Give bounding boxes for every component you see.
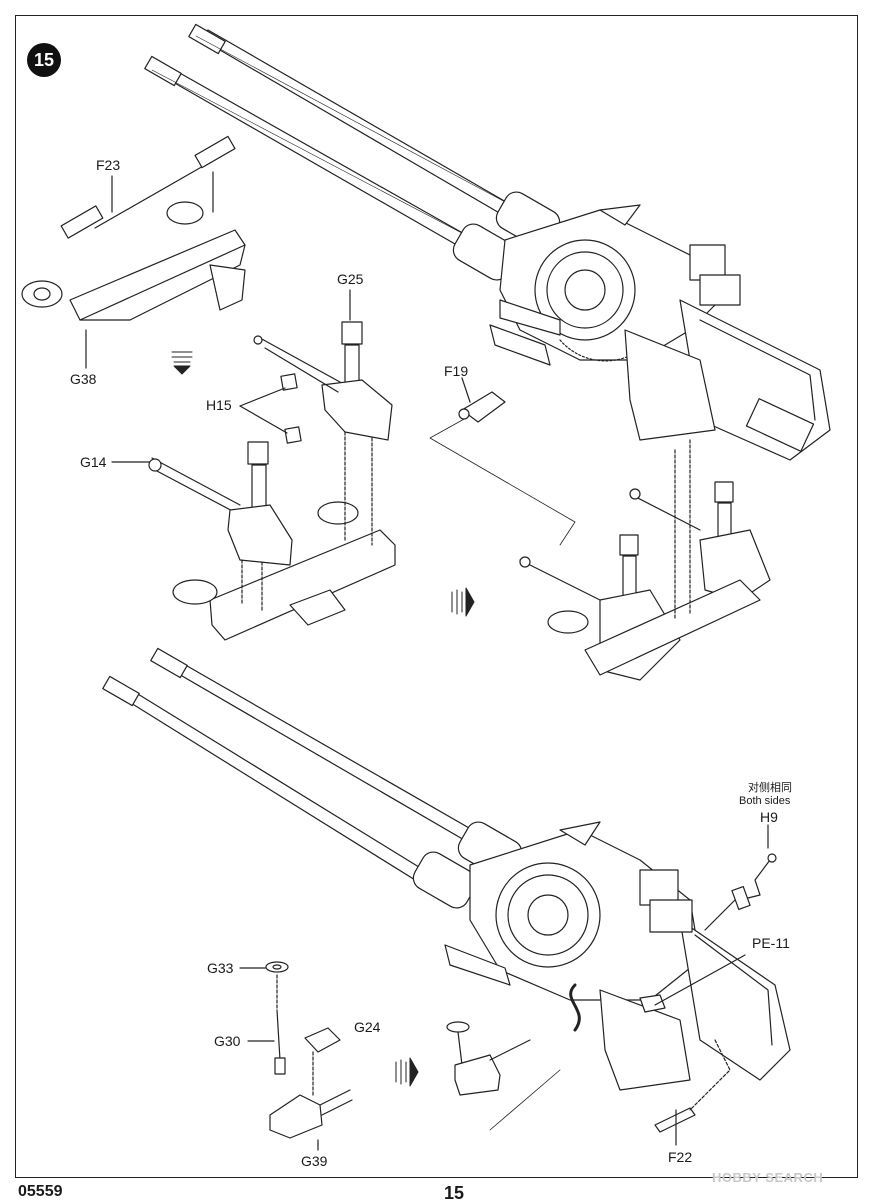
label-g24: G24 bbox=[354, 1019, 381, 1035]
label-g39: G39 bbox=[301, 1153, 328, 1169]
product-code: 05559 bbox=[18, 1183, 63, 1200]
twin-gun-assembly-bottom bbox=[102, 647, 791, 1151]
label-h9: H9 bbox=[760, 809, 778, 825]
label-f19: F19 bbox=[444, 363, 469, 379]
label-h15: H15 bbox=[206, 397, 232, 413]
sight-assembly bbox=[111, 289, 396, 641]
label-g33: G33 bbox=[207, 960, 234, 976]
label-both-sides-en: Both sides bbox=[739, 795, 791, 807]
label-f22: F22 bbox=[668, 1149, 693, 1165]
label-g14: G14 bbox=[80, 454, 107, 470]
twin-gun-assembly-top bbox=[144, 23, 831, 461]
down-arrow bbox=[171, 351, 193, 375]
right-arrow-top bbox=[451, 587, 475, 617]
watermark: HOBBY SEARCH bbox=[712, 1170, 824, 1185]
label-g38: G38 bbox=[70, 371, 97, 387]
page-frame bbox=[15, 15, 858, 1178]
sight-assembly-assembled bbox=[429, 377, 771, 681]
step-number: 15 bbox=[27, 43, 61, 77]
label-both-sides-cn: 对侧相同 bbox=[748, 782, 792, 794]
label-pe11: PE-11 bbox=[752, 935, 790, 951]
label-f23: F23 bbox=[96, 157, 121, 173]
page-number: 15 bbox=[444, 1183, 465, 1203]
label-g25: G25 bbox=[337, 271, 364, 287]
sub-assembly-g38 bbox=[21, 135, 246, 369]
label-g30: G30 bbox=[214, 1033, 241, 1049]
